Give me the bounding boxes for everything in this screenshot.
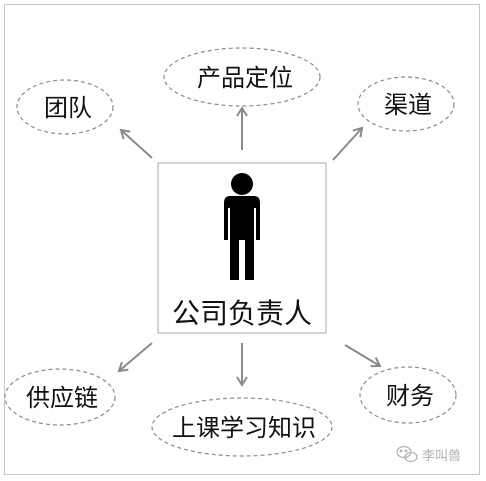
- node-team-label: 团队: [44, 94, 92, 122]
- node-team-ellipse: [16, 79, 114, 135]
- watermark-text: 李叫兽: [422, 449, 461, 464]
- node-finance: 财务: [359, 366, 457, 424]
- node-supply-label: 供应链: [26, 384, 98, 412]
- node-finance-label: 财务: [386, 382, 434, 410]
- arrow-to-supply: [117, 342, 153, 373]
- node-supply-ellipse: [4, 368, 116, 426]
- node-positioning-label: 产品定位: [197, 64, 293, 92]
- node-positioning: 产品定位: [163, 47, 321, 107]
- arrow-to-finance: [344, 344, 382, 368]
- node-supply: 供应链: [4, 368, 116, 426]
- arrow-to-team: [119, 128, 153, 159]
- node-channels: 渠道: [357, 76, 455, 132]
- node-team: 团队: [16, 79, 114, 135]
- arrow-to-channels: [332, 126, 364, 161]
- watermark: 李叫兽: [396, 445, 461, 464]
- node-channels-label: 渠道: [384, 91, 432, 119]
- node-finance-ellipse: [359, 366, 457, 424]
- center-label: 公司负责人: [172, 297, 312, 330]
- center-node: 公司负责人: [157, 162, 327, 334]
- node-channels-ellipse: [357, 76, 455, 132]
- person-icon: [224, 173, 260, 280]
- node-positioning-ellipse: [163, 47, 321, 107]
- node-courses-ellipse: [151, 397, 333, 457]
- arrows: [117, 106, 382, 387]
- node-courses: 上课学习知识: [151, 397, 333, 457]
- wechat-icon: [396, 445, 418, 463]
- node-courses-label: 上课学习知识: [172, 414, 316, 442]
